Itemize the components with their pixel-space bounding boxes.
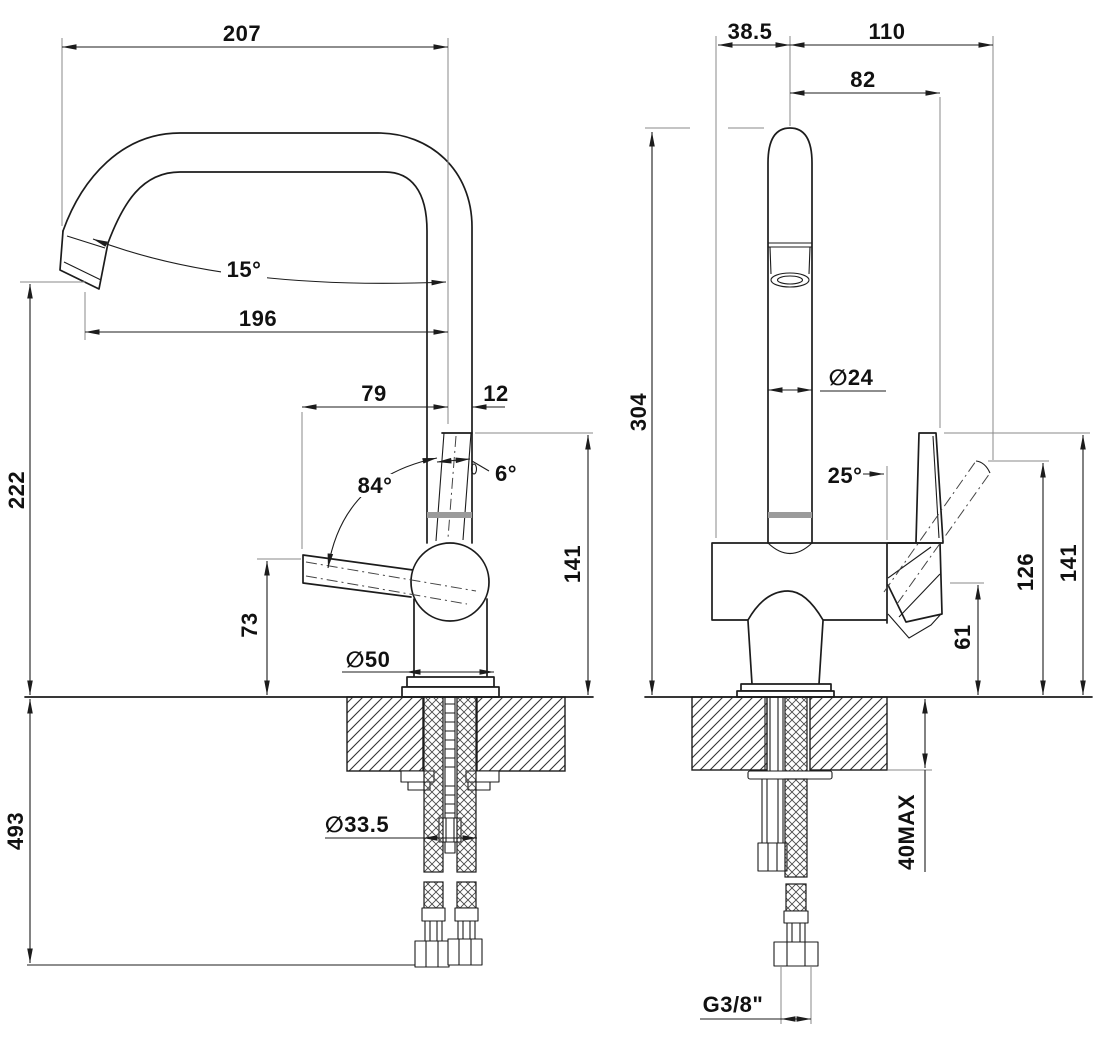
joint-band — [768, 512, 812, 518]
front-handle-housing — [427, 432, 478, 542]
dim-dia33-5: ∅33.5 — [325, 812, 389, 837]
mounting-washer — [747, 770, 833, 780]
outlet-face-line — [63, 261, 102, 281]
front-countertop — [24, 696, 594, 791]
side-handle — [883, 432, 991, 639]
handle-open-phantom — [883, 460, 991, 605]
dim-207: 207 — [223, 21, 261, 46]
dim-141-front: 141 — [560, 545, 585, 583]
hose-hex-nut — [447, 938, 483, 966]
front-body — [305, 542, 500, 698]
stud-nut — [757, 842, 788, 872]
base-flange — [406, 676, 495, 688]
dim-38-5: 38.5 — [728, 19, 773, 44]
front-supply-hoses — [27, 696, 483, 968]
front-view: 207 196 15° 222 79 12 84° 6° 141 73 ∅50 — [3, 21, 594, 968]
dim-dia24: ∅24 — [829, 365, 874, 390]
front-dimensions: 207 196 15° 222 79 12 84° 6° 141 73 ∅50 — [3, 21, 593, 963]
outlet-seam-line — [66, 235, 106, 249]
dim-12: 12 — [483, 381, 508, 406]
dim-g3-8: G3/8" — [703, 992, 764, 1017]
side-view: 38.5 110 82 304 ∅24 25° 141 126 61 40MAX… — [626, 19, 1093, 1024]
dim-25deg: 25° — [828, 463, 863, 488]
dim-73: 73 — [237, 612, 262, 637]
dim-222: 222 — [4, 471, 29, 509]
base-plate — [401, 686, 500, 698]
side-countertop — [644, 696, 1093, 780]
dim-6deg: 6° — [495, 461, 517, 486]
hose-hex-nut — [414, 940, 450, 968]
side-dimensions: 38.5 110 82 304 ∅24 25° 141 126 61 40MAX… — [626, 19, 1090, 1024]
dim-196: 196 — [239, 306, 277, 331]
handle-cap — [887, 542, 943, 623]
side-body — [711, 542, 944, 698]
dim-84deg: 84° — [358, 473, 393, 498]
side-button — [470, 463, 478, 475]
joint-band — [427, 512, 472, 518]
dim-40max: 40MAX — [894, 794, 919, 870]
dim-110: 110 — [869, 19, 906, 44]
aerator — [768, 242, 812, 275]
dim-82: 82 — [850, 67, 875, 92]
dim-493: 493 — [3, 812, 28, 850]
ball-joint — [410, 542, 490, 622]
dim-dia50: ∅50 — [346, 647, 391, 672]
dim-304: 304 — [626, 393, 651, 431]
dim-61: 61 — [950, 624, 975, 649]
dim-15deg: 15° — [227, 257, 262, 282]
side-mounting-stud — [757, 778, 788, 872]
side-spout-tube — [767, 127, 813, 544]
dim-79: 79 — [361, 381, 386, 406]
side-supply-hose — [773, 778, 819, 967]
handle-skirt — [887, 613, 942, 639]
dim-141-side: 141 — [1056, 544, 1081, 582]
hose-hex-nut — [773, 941, 819, 967]
front-lever — [302, 554, 414, 598]
front-spout — [59, 132, 473, 544]
dim-126: 126 — [1013, 553, 1038, 591]
